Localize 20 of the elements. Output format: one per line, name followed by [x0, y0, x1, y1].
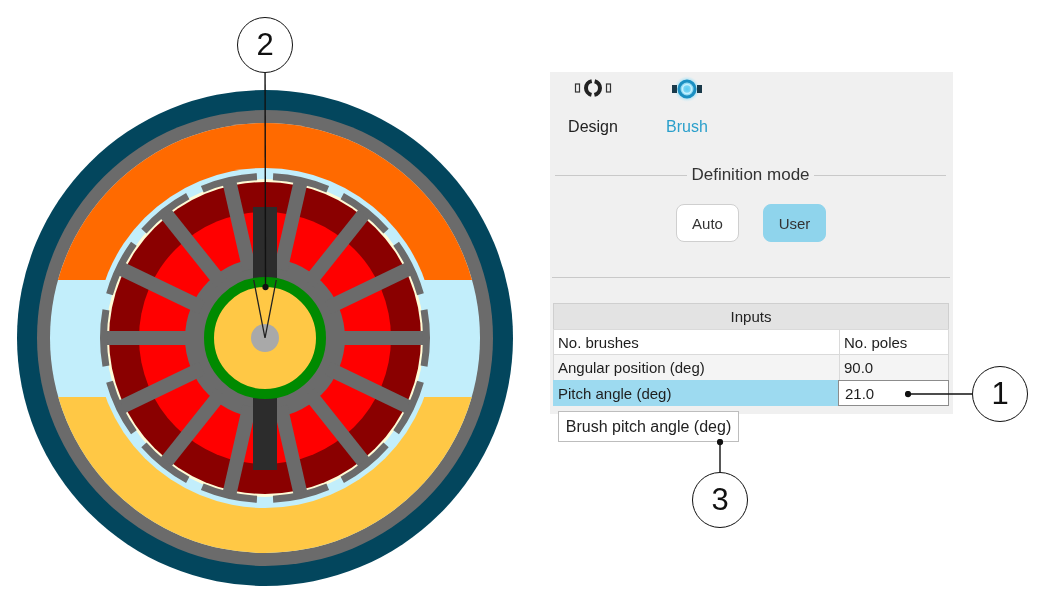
value-input-field: 21.0 [838, 380, 949, 406]
leader-line [904, 390, 973, 398]
tab: Design [565, 76, 621, 136]
callout-number: 1 [972, 366, 1028, 422]
toggle-button: Auto [676, 204, 739, 242]
angle-mark [253, 280, 277, 338]
table-cell: No. poles [839, 329, 949, 355]
leader-line [262, 72, 269, 291]
table-header: Inputs [553, 303, 949, 330]
table-cell: No. brushes [553, 329, 840, 355]
highlighted-table-cell: Pitch angle (deg) [553, 380, 840, 406]
table-cell: Angular position (deg) [553, 354, 840, 381]
tab: Brush [664, 76, 710, 136]
section-heading: Definition mode [690, 165, 811, 185]
leader-line [716, 438, 724, 473]
callout-number: 2 [237, 17, 293, 73]
table-cell: 90.0 [839, 354, 949, 381]
toggle-button: User [763, 204, 826, 242]
tooltip: Brush pitch angle (deg) [558, 411, 739, 442]
callout-number: 3 [692, 472, 748, 528]
